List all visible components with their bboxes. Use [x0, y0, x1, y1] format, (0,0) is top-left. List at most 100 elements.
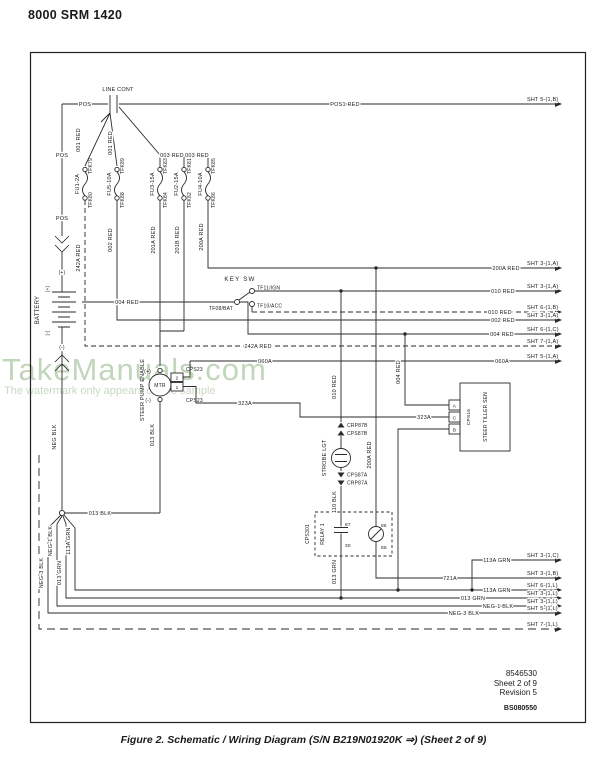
figure-caption: Figure 2. Schematic / Wiring Diagram (S/… — [120, 734, 487, 746]
fuse-terminal: TFK88 — [120, 192, 126, 208]
wire-label: NEG-1 BLK — [48, 526, 54, 557]
sheet-ref: SHT 5-(1,B) — [527, 97, 558, 103]
connector-arrow-icon — [337, 422, 345, 428]
line-contactor-symbol — [100, 95, 118, 123]
motor-pin2-box — [170, 372, 184, 382]
motor-connector-bottom: CPS23 — [186, 398, 203, 404]
tiller-pin-b: B — [453, 428, 456, 434]
tiller-pin-c: C — [453, 416, 457, 422]
sheet-ref: SHT 6-(1,C) — [527, 327, 559, 333]
relay-box — [314, 511, 393, 557]
motor-neg-label: (-) — [145, 398, 151, 404]
sheet-ref: SHT 7-(1,L) — [527, 622, 558, 628]
wire-label: 200A RED — [367, 441, 373, 468]
fuse-terminal: TFK89 — [120, 158, 126, 174]
wire-label: 200A RED — [199, 223, 205, 250]
motor-pos-label: (+) — [144, 369, 151, 375]
fuse-name: FU2-15A — [174, 172, 180, 196]
motor-pin2: 2 — [176, 376, 179, 382]
fuse-fu2: FU2-15A TFK81 TFK82 — [174, 158, 193, 208]
fuse-bank: FU1-2A TFK79 TFK80 FU5-10A TFK89 TFK88 F… — [75, 158, 217, 208]
wire-label: 013 GRN — [332, 560, 338, 584]
key-switch: KEY SW TF11/IGN TF10/ACC TF08/BAT — [209, 276, 282, 312]
wire-label: 242A RED — [76, 244, 82, 271]
fuse-icon — [205, 171, 211, 197]
connector-arrow-icon — [337, 430, 345, 436]
connector-arrow-icon — [337, 480, 345, 486]
battery-neg-terminal-label: [-] — [45, 331, 51, 336]
motor-pin1: 1 — [176, 385, 179, 391]
relay-terminal-30: 30 — [345, 543, 351, 549]
wire-label: 002 RED — [108, 228, 114, 252]
sheet-ref: SHT 5-(1,A) — [527, 354, 558, 360]
wire-label: 201A RED — [151, 226, 157, 253]
sheet-exit-arrows — [555, 101, 562, 632]
battery-pos-cable-label: (+) — [59, 270, 66, 276]
motor-connector-top: CPS23 — [186, 367, 203, 373]
fuse-fu3: FU3-15A TFK83 TFK84 — [150, 158, 169, 208]
wire-label: 113A GRN — [483, 558, 510, 564]
wire-label: 001 RED — [76, 128, 82, 152]
wire-label: 721A — [443, 576, 457, 582]
battery-pos-terminal-label: [+] — [45, 286, 51, 292]
sheet-ref: SHT 5-(1,L) — [527, 606, 558, 612]
fuse-terminal: TFK86 — [211, 192, 217, 208]
wire-label: 001 RED — [108, 131, 114, 155]
wire-label: 060A — [495, 359, 509, 365]
connector-arrow-icon — [337, 472, 345, 478]
wire-labels: POS LINE CONT POS1 RED POS POS 001 RED 0… — [38, 87, 521, 618]
fuse-icon — [114, 171, 120, 197]
fuse-terminal: TFK84 — [163, 192, 169, 208]
page-title: 8000 SRM 1420 — [28, 8, 123, 22]
battery-neg-cable-label: (-) — [59, 345, 65, 351]
wire-label: 323A — [417, 415, 431, 421]
tiller-sensor-label: STEER TILLER SEN — [483, 392, 489, 442]
relay-label: RELAY 1 — [320, 523, 326, 545]
wire-label: 323A — [238, 401, 252, 407]
fuse-name: FU4-10A — [198, 172, 204, 196]
wire-label: 113A GRN — [66, 527, 72, 554]
relay-1: RELAY 1 CPS301 87 30 86 85 — [305, 511, 393, 557]
wire-label: NEG-1 BLK — [483, 604, 514, 610]
battery: BATTERY (+) [+] [-] (-) — [35, 269, 67, 353]
fuse-name: FU3-15A — [150, 172, 156, 196]
diagram-border — [29, 51, 587, 724]
motor-pin1-box — [170, 382, 184, 392]
wire-label: 013 GRN — [57, 561, 63, 585]
relay-terminal-86: 86 — [381, 523, 387, 529]
wire-label: 013 BLK — [89, 511, 112, 517]
sheet-ref: SHT 6-(1,L) — [527, 583, 558, 589]
relay-terminal-87: 87 — [345, 522, 351, 528]
fuse-terminal: TFK82 — [187, 192, 193, 208]
ground-junction-node — [58, 509, 66, 517]
sheet-ref: SHT 3-(1,L) — [527, 599, 558, 605]
key-acc-terminal: TF10/ACC — [257, 304, 282, 310]
sheet-ref: SHT 3-(1,A) — [527, 261, 558, 267]
sheet-ref: SHT 3-(1,C) — [527, 553, 559, 559]
wire-label: 002 RED — [491, 318, 515, 324]
drawing-stamp: BS080550 — [503, 704, 537, 712]
fuse-fu1: FU1-2A TFK79 TFK80 — [75, 158, 94, 208]
fuse-terminal: TFK80 — [88, 192, 94, 208]
strobe-connector: CRP87A — [347, 481, 368, 487]
relay-terminal-85: 85 — [381, 545, 387, 551]
battery-plates — [52, 291, 76, 328]
relay-connector: CPS301 — [305, 524, 311, 544]
battery-label: BATTERY — [35, 296, 41, 325]
wire-label: 004 RED — [396, 360, 402, 384]
fuse-icon — [157, 171, 163, 197]
title-block: 8546530 Sheet 2 of 9 Revision 5 BS080550 — [494, 669, 537, 713]
strobe-connector: CRP87B — [347, 423, 368, 429]
wire-label: POS — [79, 102, 91, 108]
fuse-fu5: FU5-10A TFK89 TFK88 — [107, 158, 126, 208]
strobe-lamp-icon — [331, 448, 351, 468]
wire-label: POS — [56, 216, 68, 222]
wire-label: 060A — [258, 359, 272, 365]
key-bat-terminal: TF08/BAT — [209, 306, 233, 312]
tiller-pin-a: A — [453, 404, 457, 410]
fuse-fu4: FU4-10A TFK85 TFK86 — [198, 158, 217, 208]
sheet-ref: SHT 7-(1,A) — [527, 339, 558, 345]
wire-label: 242A RED — [244, 344, 271, 350]
